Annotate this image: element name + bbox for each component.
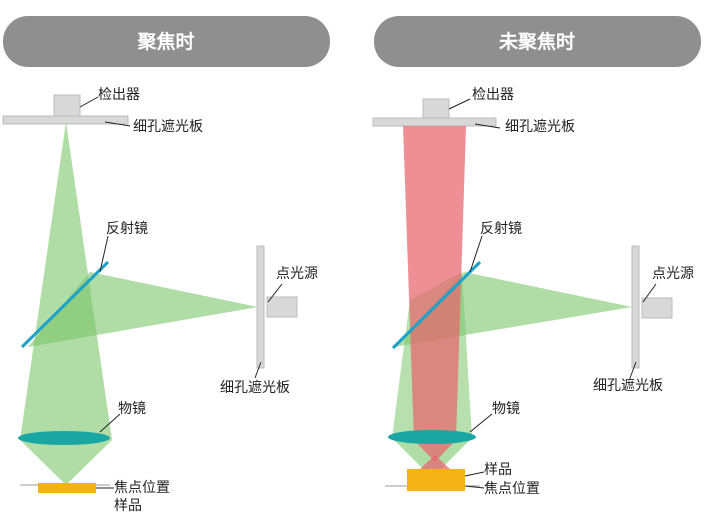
unfocused-objective-lens [388,430,476,444]
focused-header: 聚焦时 [136,30,194,53]
focused-detector [53,94,81,118]
focused-label-focal-position: 焦点位置 [114,480,170,496]
focused-label-pinhole-side: 细孔遮光板 [220,380,290,396]
focused-leaders [79,96,283,489]
focused-light-source [266,296,298,318]
focused-objective-lens [18,431,110,445]
unfocused-label-detector: 检出器 [472,87,514,103]
focused-label-light-source: 点光源 [276,266,318,282]
unfocused-light-source [641,297,673,319]
focused-sample [38,483,96,493]
unfocused-label-objective: 物镜 [492,401,520,417]
unfocused-detector [422,98,450,120]
focused-return-beam [20,122,112,440]
focused-label-detector: 检出器 [98,87,140,103]
unfocused-pinhole-plate-side [631,245,640,369]
focused-header-bg [3,16,330,67]
unfocused-label-light-source: 点光源 [652,266,694,282]
unfocused-header: 未聚焦时 [498,30,575,53]
unfocused-panel: 未聚焦时 [372,16,701,497]
focused-label-mirror: 反射镜 [106,221,148,237]
unfocused-red-below [419,455,451,470]
focused-label-pinhole-top: 细孔遮光板 [133,119,203,135]
unfocused-sample [407,469,465,491]
focused-label-sample: 样品 [114,498,142,514]
unfocused-label-pinhole-side: 细孔遮光板 [593,378,663,394]
unfocused-label-sample: 样品 [484,462,512,478]
unfocused-header-bg [374,16,701,67]
unfocused-leaders [448,98,657,489]
focused-panel: 聚焦时 检出器 细孔遮光板 [2,16,330,514]
unfocused-red-focus [414,440,456,462]
unfocused-label-pinhole-top: 细孔遮光板 [505,119,575,135]
focused-focus-beam [20,440,112,485]
unfocused-return-beam [403,126,466,440]
unfocused-label-focal-position: 焦点位置 [484,481,540,497]
focused-pinhole-plate-side [256,245,265,369]
unfocused-mirror [391,260,482,350]
focused-label-objective: 物镜 [118,401,146,417]
unfocused-label-mirror: 反射镜 [480,221,522,237]
focused-mirror [20,260,110,349]
focused-pinhole-plate-top [2,115,129,125]
